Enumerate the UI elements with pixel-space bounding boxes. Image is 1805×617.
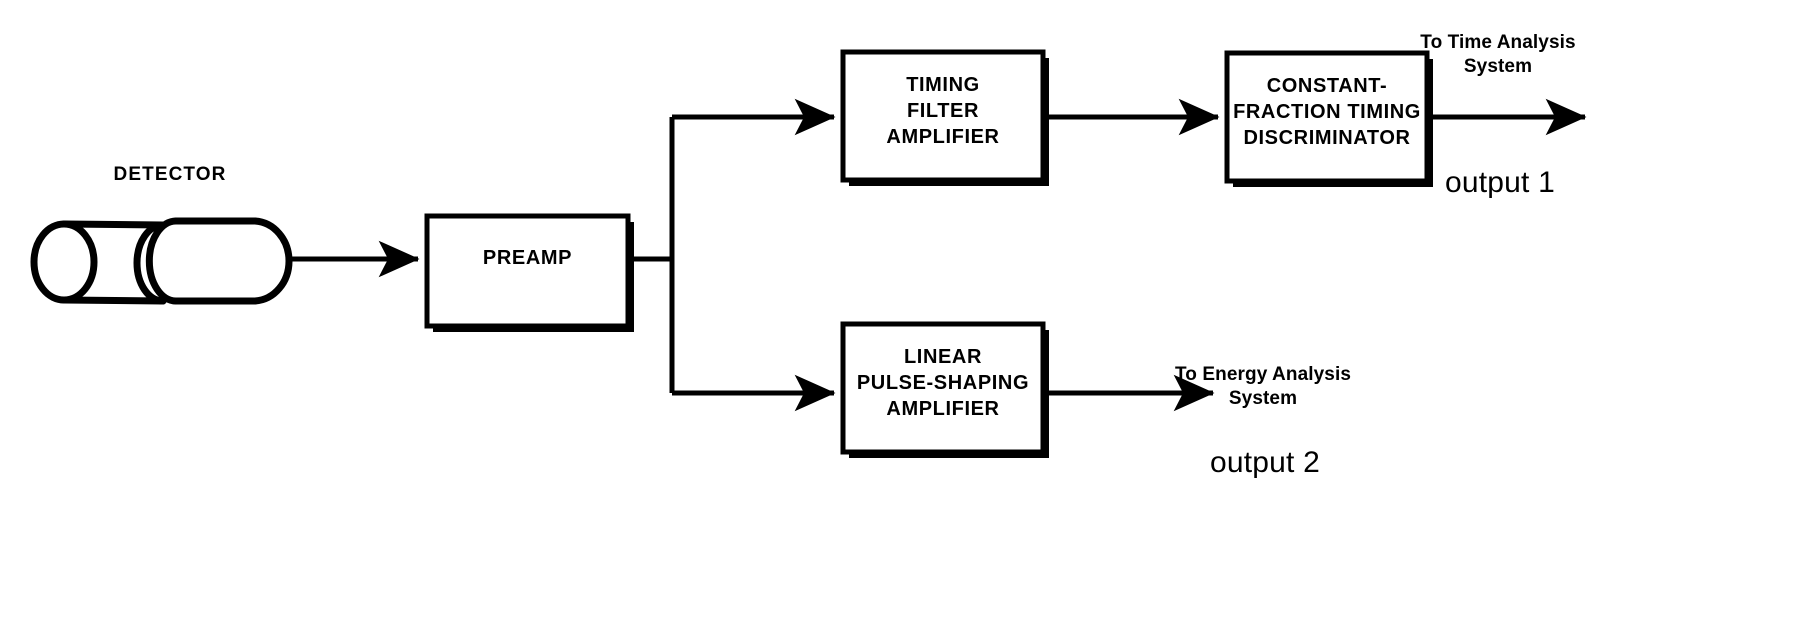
detector-body-right-bottom <box>251 257 293 305</box>
detector-collar-arc1 <box>133 221 167 305</box>
detector-body-right-top <box>251 217 293 265</box>
constant-fraction-timing-discriminator-box[interactable] <box>1224 50 1430 184</box>
detector-collar-arc2 <box>145 217 180 305</box>
linear-pulse-shaping-amplifier-box[interactable] <box>840 321 1046 455</box>
block-boxes <box>424 49 1433 458</box>
detector-end-cap <box>30 220 98 304</box>
detector-barrel1-top <box>60 220 167 229</box>
timing-filter-amplifier-box[interactable] <box>840 49 1046 183</box>
detector-barrel1-bottom <box>60 296 167 305</box>
detector-icon <box>30 217 293 305</box>
preamp-box[interactable] <box>424 213 631 329</box>
